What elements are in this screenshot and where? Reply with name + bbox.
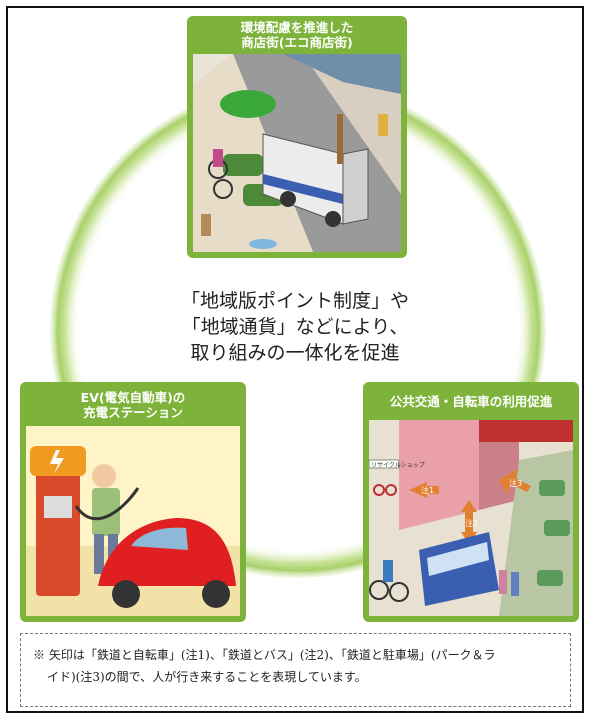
panel-eco-shopping-street: 環境配慮を推進した 商店街(エコ商店街) — [187, 16, 407, 258]
footnote-line-2: イド)(注3)の間で、人が行き来することを表現しています。 — [47, 670, 367, 684]
center-message: 「地域版ポイント制度」や 「地域通貨」などにより、 取り組みの一体化を促進 — [150, 288, 440, 366]
panel-top-title-1: 環境配慮を推進した — [240, 20, 354, 35]
panel-left-title-2: 充電ステーション — [83, 405, 183, 420]
ev-charging-illustration — [26, 426, 240, 616]
panel-ev-charging: EV(電気自動車)の 充電ステーション — [20, 382, 246, 622]
transport-illustration: リサイクルショップ 注1 注2 注3 — [369, 420, 573, 616]
footnote-line-1: ※ 矢印は「鉄道と自転車」(注1)、「鉄道とバス」(注2)、「鉄道と駐車場」(パ… — [33, 648, 496, 662]
center-line-2: 「地域通貨」などにより、 — [181, 316, 409, 338]
shop-sign-text: リサイクルショップ — [371, 462, 425, 469]
panel-top-title-2: 商店街(エコ商店街) — [241, 35, 353, 50]
footnote-box: ※ 矢印は「鉄道と自転車」(注1)、「鉄道とバス」(注2)、「鉄道と駐車場」(パ… — [20, 633, 571, 707]
arrow-note-2: 注2 — [465, 518, 478, 528]
panel-public-transport: 公共交通・自転車の利用促進 リサイクルショップ 注1 注2 注3 — [363, 382, 579, 622]
panel-right-title-1: 公共交通・自転車の利用促進 — [389, 394, 553, 409]
center-line-1: 「地域版ポイント制度」や — [180, 290, 409, 312]
eco-street-illustration — [193, 54, 401, 252]
panel-left-title-1: EV(電気自動車)の — [80, 390, 186, 405]
arrow-note-1: 注1 — [421, 485, 434, 495]
arrow-note-3: 注3 — [509, 478, 522, 488]
center-line-3: 取り組みの一体化を促進 — [190, 342, 400, 364]
